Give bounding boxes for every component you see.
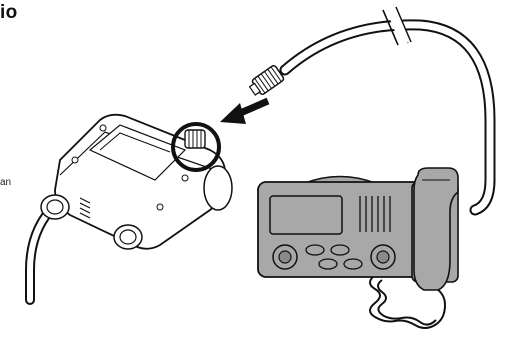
- black-box-device: [25, 113, 233, 305]
- section-heading-fragment: io: [0, 2, 18, 23]
- side-text-fragment: an: [0, 177, 12, 188]
- right-knob: [370, 244, 396, 270]
- radio-buttons: [305, 244, 363, 270]
- left-knob: [272, 244, 298, 270]
- circle-highlight-icon: [171, 122, 221, 172]
- loose-connector: [248, 65, 285, 96]
- arrow-left-down-icon: [220, 97, 270, 124]
- coiled-cord: [369, 274, 447, 329]
- vhf-radio: [257, 167, 459, 329]
- handset: [413, 167, 459, 291]
- antenna-cable: [279, 6, 496, 216]
